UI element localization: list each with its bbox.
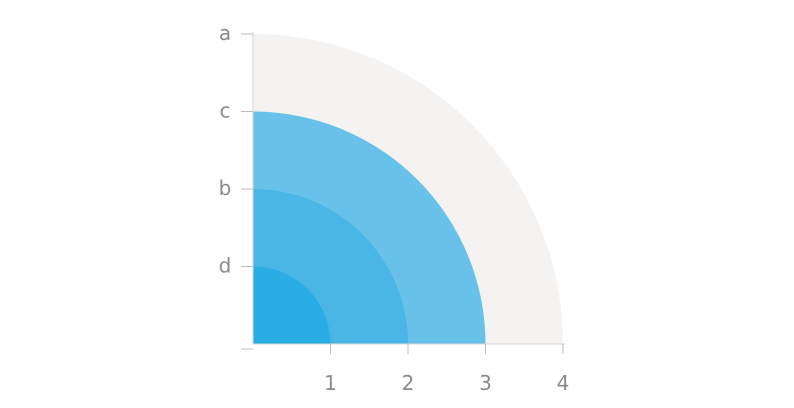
y-tick-label-c: c xyxy=(220,99,231,123)
bars-layer xyxy=(253,34,563,344)
x-tick-label-2: 2 xyxy=(402,371,415,395)
y-tick-label-d: d xyxy=(219,254,232,278)
bar-d xyxy=(253,266,331,344)
labels-layer: 1 2 3 4 d b c a xyxy=(219,21,570,395)
y-tick-label-b: b xyxy=(219,176,232,200)
x-tick-label-3: 3 xyxy=(479,371,492,395)
axes-layer xyxy=(241,32,565,354)
x-tick-label-1: 1 xyxy=(324,371,337,395)
y-tick-label-a: a xyxy=(219,21,231,45)
x-tick-label-4: 4 xyxy=(557,371,570,395)
